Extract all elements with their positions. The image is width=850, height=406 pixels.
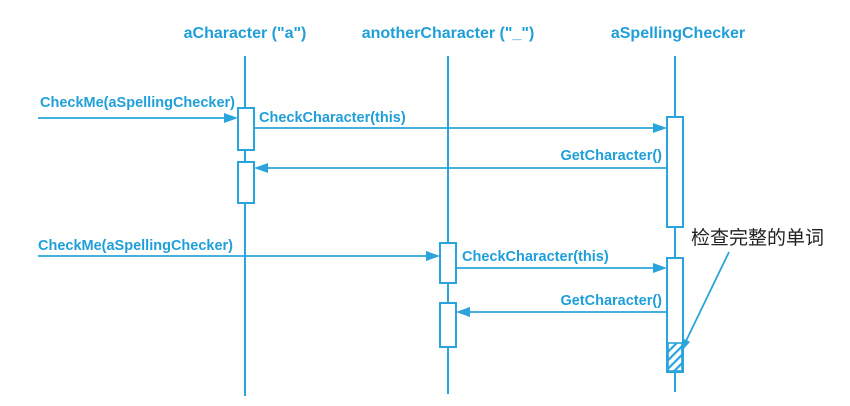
- annotation-pointer-line: [685, 251, 730, 342]
- activation-acharacter-2: [237, 161, 255, 204]
- lifeline-header-anothercharacter: anotherCharacter ("_"): [362, 25, 535, 42]
- message-label-checkme-2: CheckMe(aSpellingChecker): [38, 238, 233, 254]
- arrowhead-right-icon: [653, 123, 667, 133]
- arrowhead-right-icon: [426, 251, 440, 261]
- activation-aspellingchecker-1: [666, 116, 684, 228]
- lifeline-header-acharacter: aCharacter ("a"): [184, 25, 307, 42]
- message-label-checkme-1: CheckMe(aSpellingChecker): [40, 95, 235, 111]
- annotation-arrowhead-icon: [681, 338, 691, 352]
- annotation-label: 检查完整的单词: [691, 227, 824, 249]
- message-label-getcharacter-1: GetCharacter(): [560, 148, 662, 164]
- message-label-getcharacter-2: GetCharacter(): [560, 293, 662, 309]
- arrowhead-left-icon: [456, 307, 470, 317]
- activation-acharacter-1: [237, 107, 255, 151]
- arrowhead-left-icon: [254, 163, 268, 173]
- arrowhead-right-icon: [224, 113, 238, 123]
- activation-anothercharacter-1: [439, 242, 457, 284]
- activation-anothercharacter-2: [439, 302, 457, 348]
- message-label-checkcharacter-1: CheckCharacter(this): [259, 110, 406, 126]
- message-label-checkcharacter-2: CheckCharacter(this): [462, 249, 609, 265]
- arrowhead-right-icon: [653, 263, 667, 273]
- hatch-region: [667, 342, 683, 372]
- lifeline-header-aspellingchecker: aSpellingChecker: [611, 25, 745, 42]
